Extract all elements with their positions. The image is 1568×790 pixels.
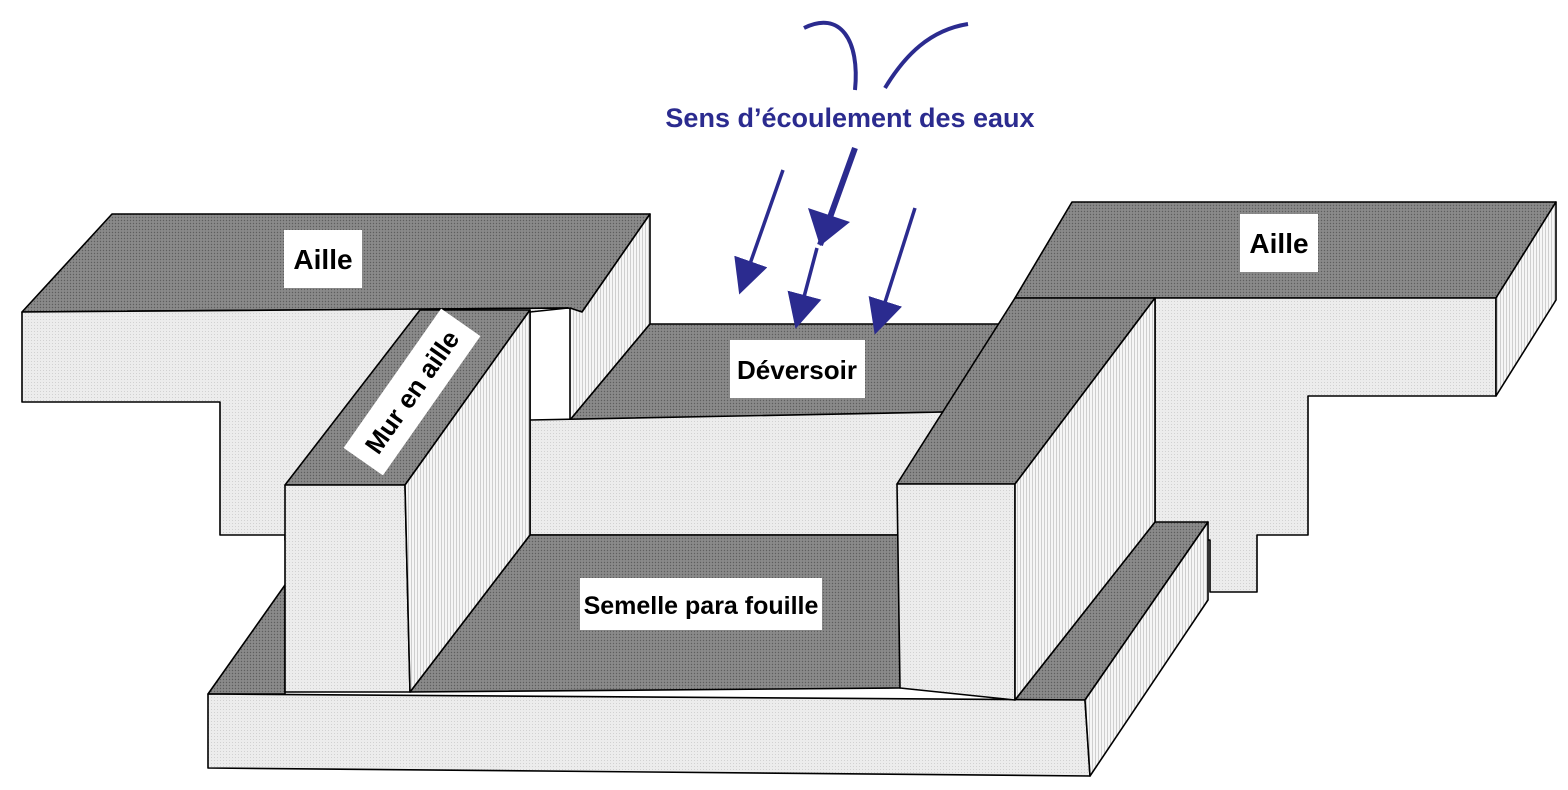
flow-arrow-2-head — [808, 208, 850, 246]
footing-label: Semelle para fouille — [584, 592, 819, 620]
right-wing-wall — [896, 297, 1156, 701]
right-wall-side — [1014, 297, 1156, 701]
spillway-front — [529, 411, 946, 536]
right-wing-side — [1495, 201, 1557, 397]
right-wall-front — [896, 483, 1016, 701]
flow-arrows — [734, 20, 969, 335]
left-wing-label: Aille — [293, 244, 352, 275]
label-left-wing: Aille — [284, 230, 362, 288]
flow-arrow-curve-right — [883, 22, 969, 90]
flow-direction-label: Sens d’écoulement des eaux — [665, 103, 1034, 133]
footing-block — [207, 521, 1209, 777]
flow-arrow-3 — [787, 247, 822, 329]
label-right-wing: Aille — [1240, 214, 1318, 272]
label-spillway: Déversoir — [730, 340, 865, 398]
spillway-label: Déversoir — [737, 355, 857, 385]
wing-wall-front — [284, 484, 411, 693]
footing-left-ledge — [207, 584, 286, 695]
footing-front — [207, 693, 1091, 777]
flow-arrow-1 — [734, 169, 785, 295]
label-footing: Semelle para fouille — [580, 578, 822, 630]
wing-wall-side — [404, 309, 531, 693]
right-wing-label: Aille — [1249, 228, 1308, 259]
footing-side — [1084, 521, 1209, 777]
flow-arrow-curve-left — [803, 20, 858, 91]
flow-arrow-4 — [868, 207, 917, 335]
